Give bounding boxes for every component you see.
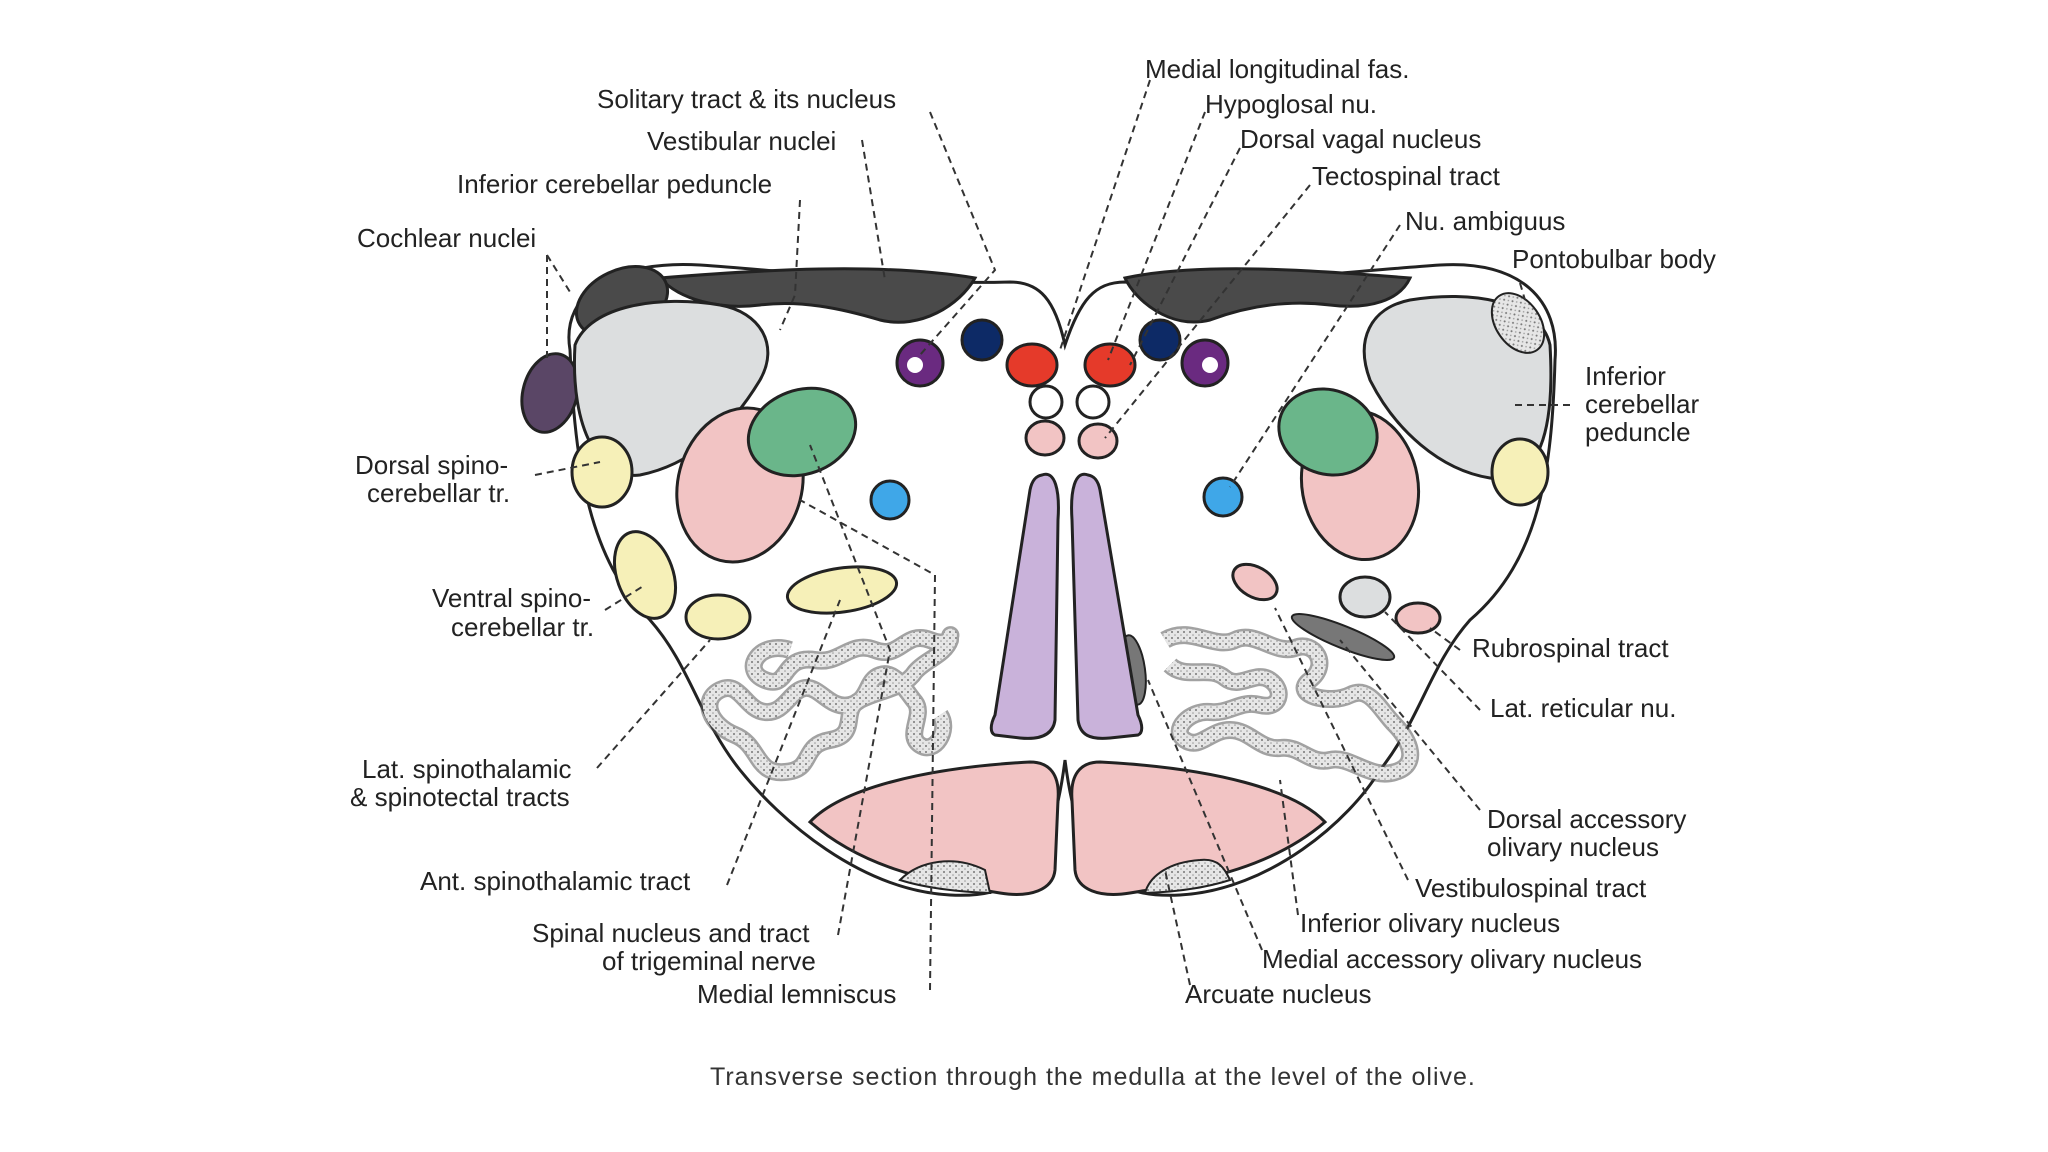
label-medial-accessory-olivary: Medial accessory olivary nucleus (1262, 944, 1642, 974)
label-icp-right-3: peduncle (1585, 417, 1691, 447)
label-dscbt-2: cerebellar tr. (367, 478, 510, 508)
arcuate-nucleus-left (898, 860, 992, 895)
tectospinal-right-small (1231, 562, 1279, 602)
label-icp-left: Inferior cerebellar peduncle (457, 169, 772, 199)
ant-spinothalamic-left (785, 565, 899, 615)
rubrospinal-right (1394, 601, 1442, 635)
nucleus-ambiguus-left (869, 479, 911, 521)
label-inferior-olivary: Inferior olivary nucleus (1300, 908, 1560, 938)
pontobulbar-body (1490, 292, 1546, 354)
dscbt-right (1490, 437, 1550, 507)
leader-lines (534, 79, 1570, 991)
inferior-olivary-nucleus-right-core (1161, 628, 1417, 781)
label-dscbt-1: Dorsal spino- (355, 450, 508, 480)
vestibular-nuclei-left (656, 267, 978, 324)
lat-spinothalamic-left (684, 593, 752, 641)
label-medial-lemniscus: Medial lemniscus (697, 979, 896, 1009)
label-arcuate: Arcuate nucleus (1185, 979, 1371, 1009)
nucleus-ambiguus-right (1202, 476, 1244, 518)
lat-reticular-right (1338, 575, 1392, 619)
arcuate-nucleus-right (1143, 858, 1232, 895)
solitary-nucleus-right (1138, 318, 1182, 362)
tectospinal-left (1024, 419, 1066, 457)
hypoglossal-nucleus-left (1005, 342, 1059, 388)
label-dao-1: Dorsal accessory (1487, 804, 1686, 834)
label-vestibulospinal: Vestibulospinal tract (1415, 873, 1647, 903)
label-dorsal-vagal: Dorsal vagal nucleus (1240, 124, 1481, 154)
label-dao-2: olivary nucleus (1487, 832, 1659, 862)
label-pontobulbar: Pontobulbar body (1512, 244, 1716, 274)
spinal-trigeminal-tract-left (746, 386, 858, 478)
solitary-nucleus-left (960, 318, 1004, 362)
figure-caption: Transverse section through the medulla a… (710, 1063, 1476, 1091)
vestibulospinal-right (1290, 613, 1396, 661)
label-icp-right-2: cerebellar (1585, 389, 1700, 419)
label-solitary-tract: Solitary tract & its nucleus (597, 84, 896, 114)
dorsal-vagal-nucleus-right-dot (1202, 357, 1218, 373)
vscbt-left (613, 530, 677, 620)
label-tectospinal: Tectospinal tract (1312, 161, 1501, 191)
label-lat-spinothalamic-1: Lat. spinothalamic (362, 754, 572, 784)
mlf-right (1075, 384, 1111, 420)
label-icp-right-1: Inferior (1585, 361, 1666, 391)
dorsal-vagal-nucleus-left-dot (907, 357, 923, 373)
label-lat-spinothalamic-2: & spinotectal tracts (350, 782, 570, 812)
pyramid-left (807, 760, 1060, 896)
inferior-olivary-nucleus-left-core (702, 628, 957, 779)
mlf-left (1028, 384, 1064, 420)
medial-lemniscus-left (989, 472, 1060, 740)
label-spinal-trigeminal-1: Spinal nucleus and tract (532, 918, 810, 948)
label-rubrospinal: Rubrospinal tract (1472, 633, 1669, 663)
medial-lemniscus-right (1070, 472, 1144, 740)
label-vestibular-nuclei: Vestibular nuclei (647, 126, 836, 156)
label-vscbt-1: Ventral spino- (432, 583, 591, 613)
hypoglossal-nucleus-right (1083, 342, 1137, 388)
label-lat-reticular: Lat. reticular nu. (1490, 693, 1676, 723)
label-vscbt-2: cerebellar tr. (451, 612, 594, 642)
label-nu-ambiguus: Nu. ambiguus (1405, 206, 1565, 236)
label-spinal-trigeminal-2: of trigeminal nerve (602, 946, 816, 976)
label-cochlear-nuclei: Cochlear nuclei (357, 223, 536, 253)
tectospinal-right (1077, 422, 1119, 460)
label-mlf: Medial longitudinal fas. (1145, 54, 1410, 84)
dscbt-left (570, 435, 634, 509)
label-hypoglossal: Hypoglosal nu. (1205, 89, 1377, 119)
spinal-trigeminal-tract-right (1277, 387, 1379, 477)
vestibular-nuclei-right (1122, 267, 1413, 324)
label-ant-spinothalamic: Ant. spinothalamic tract (420, 866, 691, 896)
